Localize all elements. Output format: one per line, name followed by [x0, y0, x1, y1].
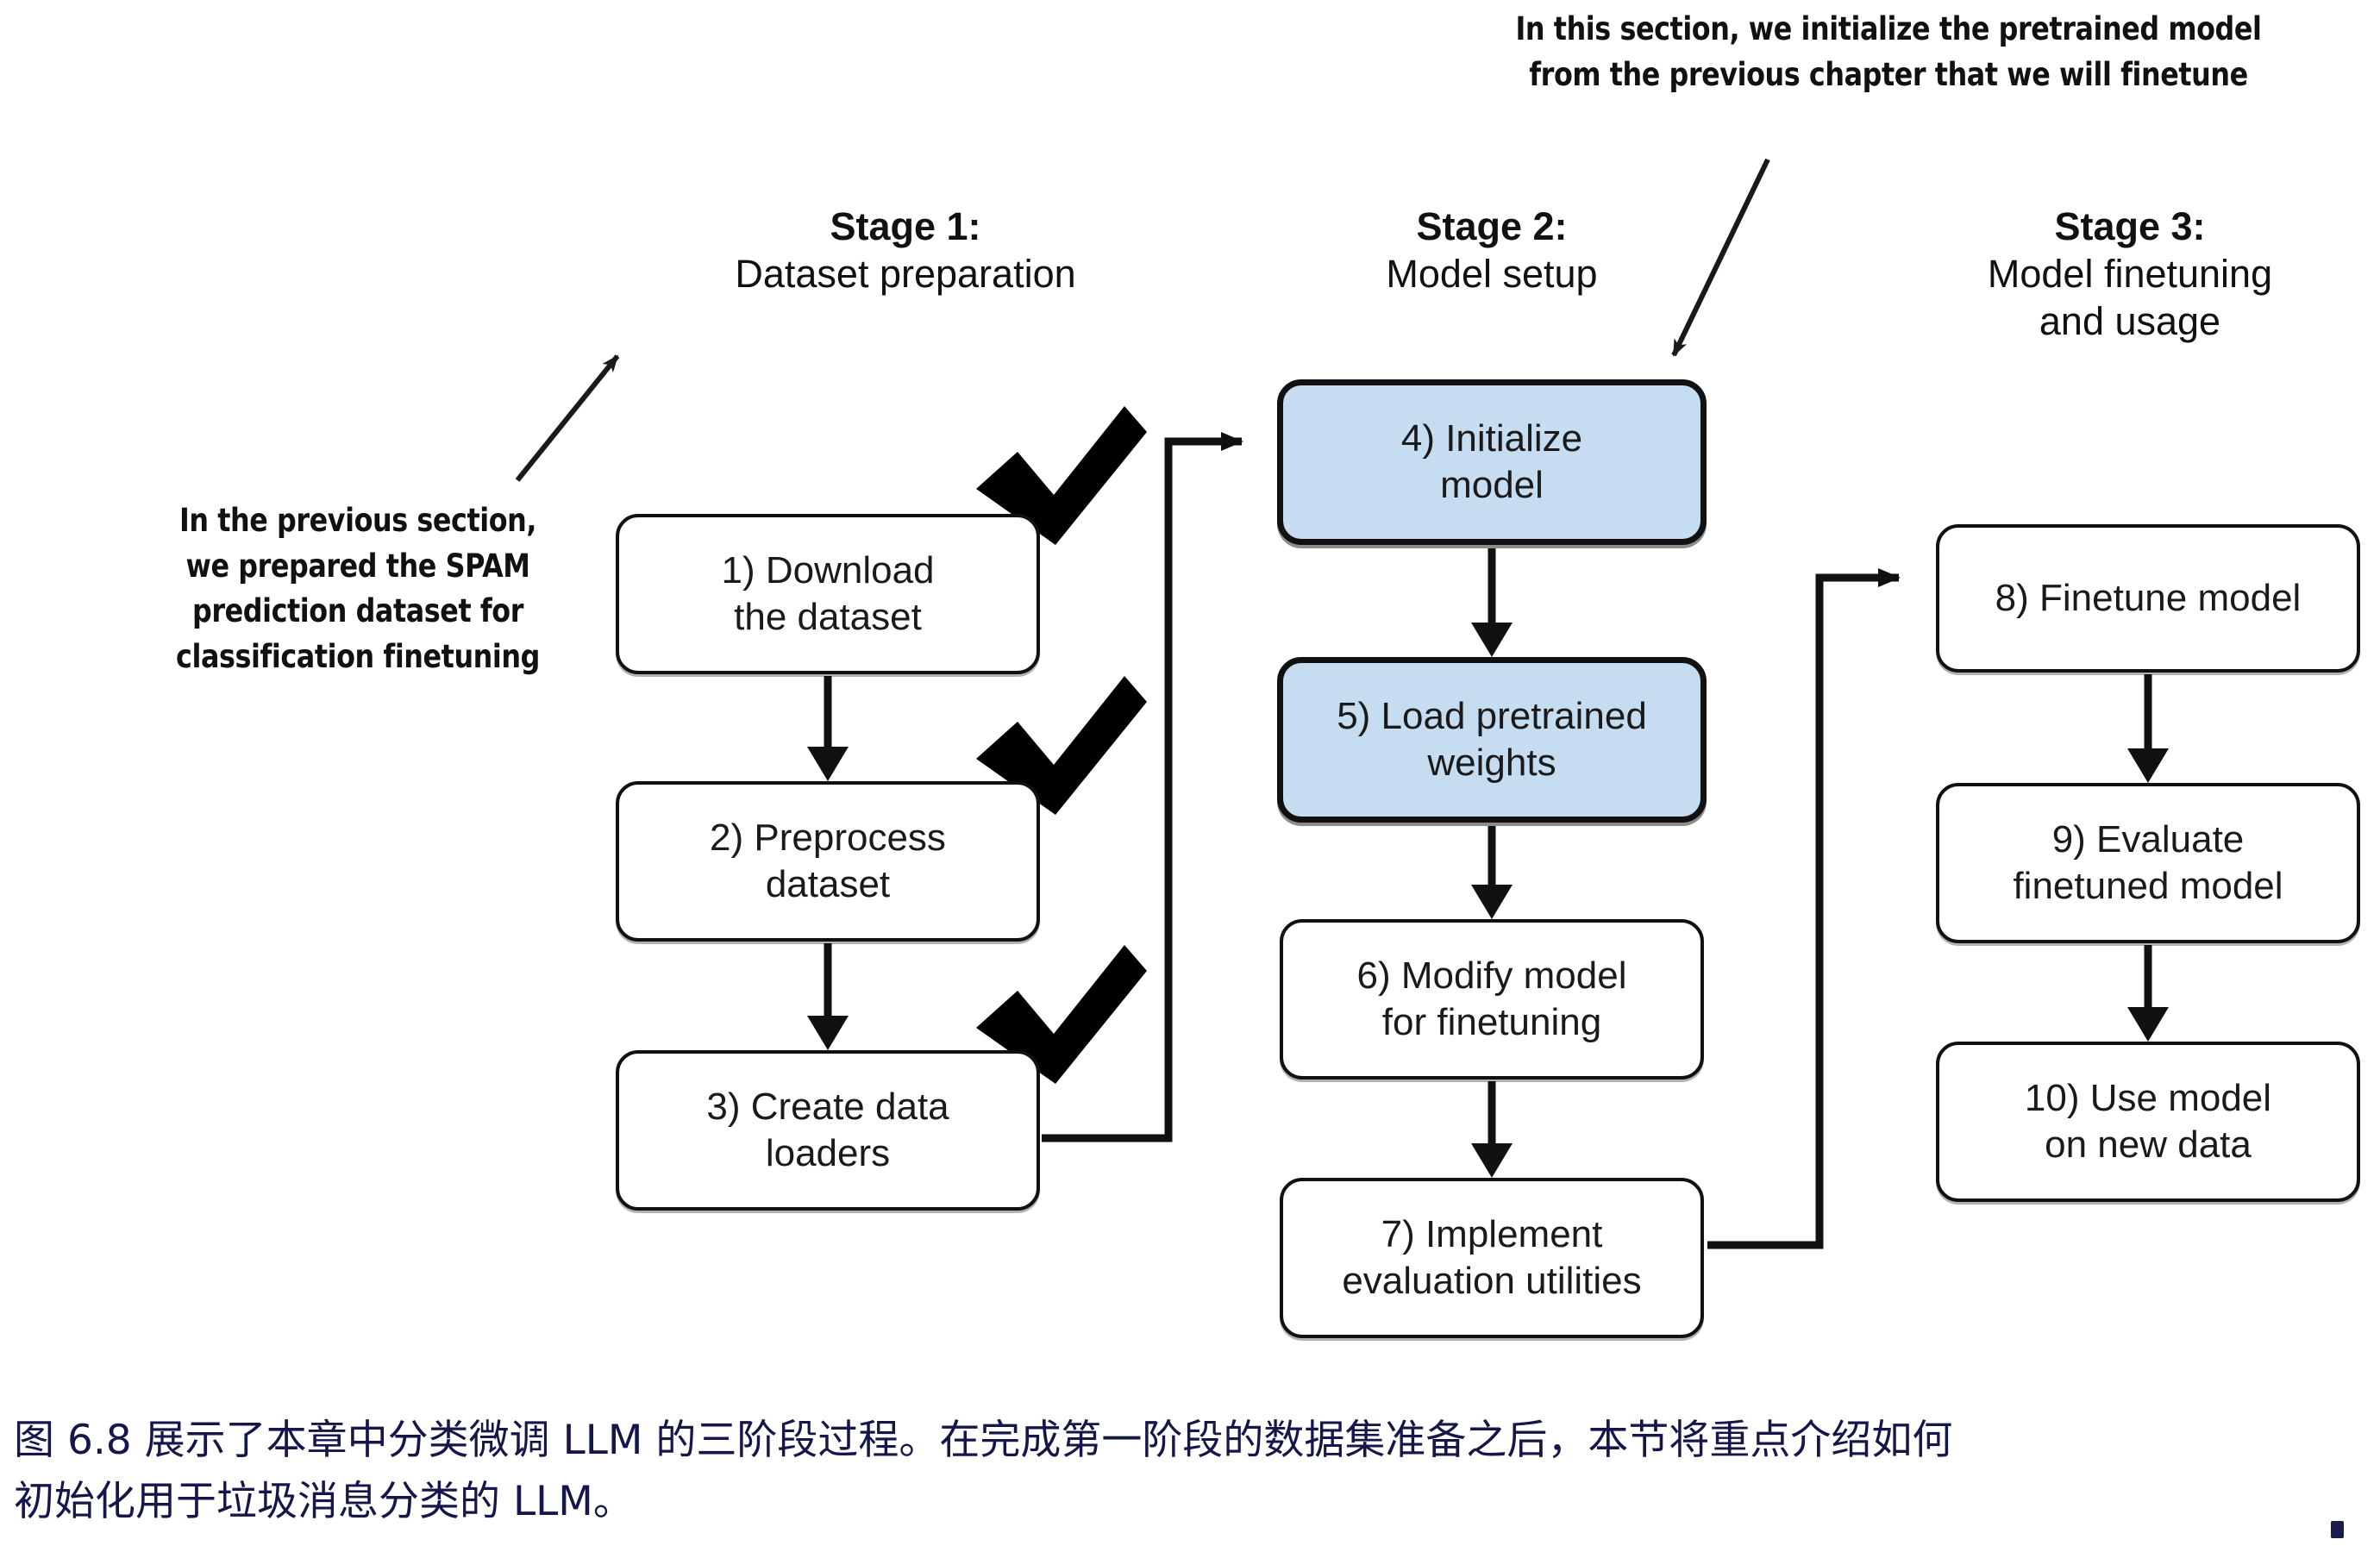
figure-caption-line-1: 图 6.8 展示了本章中分类微调 LLM 的三阶段过程。在完成第一阶段的数据集准…: [14, 1417, 1953, 1464]
flow-node-2-line-1: 2) Preprocess: [710, 817, 946, 860]
arrow-node2-to-node3: [807, 943, 849, 1050]
stage-3-subtitle-line-1: Model finetuning: [1987, 251, 2273, 296]
flow-node-modify-model[interactable]: 6) Modify model for finetuning: [1280, 919, 1704, 1080]
annotation-left-line-1: In the previous section,: [178, 502, 537, 539]
flow-node-8-label: 8) Finetune model: [1948, 575, 2348, 622]
flow-node-implement-evaluation-utilities[interactable]: 7) Implement evaluation utilities: [1280, 1178, 1704, 1338]
flow-node-3-line-1: 3) Create data: [706, 1086, 949, 1129]
flow-node-10-label: 10) Use model on new data: [1948, 1075, 2348, 1167]
flow-node-load-pretrained-weights[interactable]: 5) Load pretrained weights: [1277, 657, 1707, 823]
flow-node-4-label: 4) Initialize model: [1292, 416, 1692, 508]
figure-caption: 图 6.8 展示了本章中分类微调 LLM 的三阶段过程。在完成第一阶段的数据集准…: [14, 1411, 2359, 1532]
stage-1-title: Stage 1:: [830, 204, 981, 248]
flow-node-3-line-2: loaders: [765, 1132, 891, 1174]
flow-node-initialize-model[interactable]: 4) Initialize model: [1277, 379, 1707, 545]
flow-node-4-line-1: 4) Initialize: [1400, 417, 1583, 460]
flow-node-finetune-model[interactable]: 8) Finetune model: [1936, 524, 2360, 673]
flow-node-6-label: 6) Modify model for finetuning: [1292, 953, 1692, 1045]
annotation-right-line-1: In this section, we initialize the pretr…: [1515, 10, 2262, 47]
flow-node-1-line-2: the dataset: [734, 596, 922, 638]
annotation-left-line-2: we prepared the SPAM: [185, 547, 530, 585]
arrow-node6-to-node7: [1471, 1081, 1513, 1178]
annotation-left-line-3: prediction dataset for: [192, 592, 523, 630]
flow-node-download-dataset[interactable]: 1) Download the dataset: [616, 514, 1040, 674]
flow-node-4-line-2: model: [1440, 464, 1544, 506]
stage-3-header: Stage 3: Model finetuning and usage: [1880, 203, 2380, 346]
arrow-node5-to-node6: [1471, 826, 1513, 919]
stage-1-subtitle: Dataset preparation: [735, 251, 1076, 296]
flow-node-9-line-1: 9) Evaluate: [2051, 818, 2245, 861]
arrow-node8-to-node9: [2127, 674, 2169, 783]
flow-node-8-line-1: 8) Finetune model: [1995, 577, 2302, 620]
stage-2-title: Stage 2:: [1416, 204, 1568, 248]
flow-node-7-label: 7) Implement evaluation utilities: [1292, 1211, 1692, 1304]
flow-node-9-line-2: finetuned model: [2013, 865, 2283, 907]
annotation-left-line-4: classification finetuning: [176, 637, 540, 675]
flow-node-5-line-1: 5) Load pretrained: [1337, 695, 1647, 738]
text-cursor-artifact: [2331, 1521, 2344, 1538]
annotation-left: In the previous section, we prepared the…: [132, 498, 585, 679]
arrow-node9-to-node10: [2127, 945, 2169, 1042]
flow-node-use-model-on-new-data[interactable]: 10) Use model on new data: [1936, 1042, 2360, 1202]
flow-node-create-data-loaders[interactable]: 3) Create data loaders: [616, 1050, 1040, 1211]
arrow-node1-to-node2: [807, 676, 849, 781]
flow-node-3-label: 3) Create data loaders: [628, 1084, 1028, 1176]
connector-stage1-to-stage2: [1042, 432, 1243, 1142]
annotation-right-line-2: from the previous chapter that we will f…: [1529, 55, 2248, 93]
stage-2-header: Stage 2: Model setup: [1259, 203, 1725, 298]
flow-node-7-line-1: 7) Implement: [1381, 1213, 1603, 1256]
flow-node-10-line-1: 10) Use model: [2024, 1077, 2272, 1120]
flow-node-5-label: 5) Load pretrained weights: [1292, 693, 1692, 785]
flow-node-evaluate-finetuned-model[interactable]: 9) Evaluate finetuned model: [1936, 783, 2360, 943]
flow-node-6-line-1: 6) Modify model: [1356, 954, 1627, 998]
connector-stage2-to-stage3: [1707, 568, 1901, 1249]
figure-caption-line-2: 初始化用于垃圾消息分类的 LLM。: [14, 1477, 634, 1525]
annotation-arrow-left: [515, 354, 620, 482]
stage-3-subtitle-line-2: and usage: [2039, 298, 2221, 343]
arrow-node4-to-node5: [1471, 548, 1513, 657]
stage-2-subtitle: Model setup: [1386, 251, 1598, 296]
flow-node-7-line-2: evaluation utilities: [1342, 1260, 1642, 1302]
flow-node-10-line-2: on new data: [2045, 1123, 2252, 1166]
flow-node-6-line-2: for finetuning: [1381, 1001, 1602, 1043]
stage-1-header: Stage 1: Dataset preparation: [569, 203, 1242, 298]
flow-node-5-line-2: weights: [1427, 742, 1556, 784]
flow-node-9-label: 9) Evaluate finetuned model: [1948, 817, 2348, 909]
annotation-right: In this section, we initialize the pretr…: [1473, 7, 2303, 97]
flow-node-1-label: 1) Download the dataset: [628, 548, 1028, 640]
flow-node-preprocess-dataset[interactable]: 2) Preprocess dataset: [616, 781, 1040, 942]
stage-3-title: Stage 3:: [2054, 204, 2206, 248]
flow-node-2-line-2: dataset: [765, 863, 891, 905]
flow-node-2-label: 2) Preprocess dataset: [628, 815, 1028, 907]
flow-node-1-line-1: 1) Download: [721, 549, 935, 592]
